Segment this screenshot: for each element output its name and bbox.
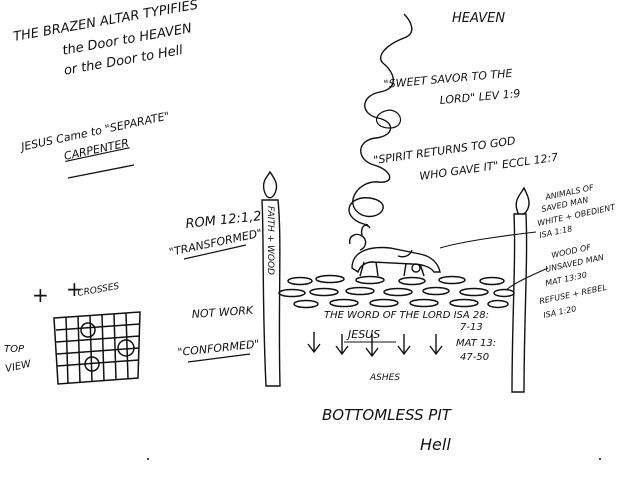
not-work-label: NOT WORK <box>191 304 254 321</box>
left-post-text: FAITH + WOOD <box>265 206 275 275</box>
conformed-underline <box>187 353 251 363</box>
wood-line-3: MAT 13:30 <box>545 270 588 288</box>
ashes-label: ASHES <box>369 373 400 383</box>
conformed-label: "CONFORMED" <box>177 337 260 359</box>
cross-plus-2: + <box>66 277 83 301</box>
transformed-label: "TRANSFORMED" <box>168 227 263 259</box>
left-post: FAITH + WOOD <box>261 170 281 387</box>
animals-note: ANIMALS OF SAVED MAN WHITE + OBEDIENT IS… <box>537 183 618 240</box>
downward-arrows <box>307 332 443 358</box>
ref-line-1: 7-13 <box>460 322 483 333</box>
jesus-label: JESUS <box>346 328 380 341</box>
cross-plus-1: + <box>32 283 49 307</box>
carpenter-underline <box>67 164 135 179</box>
wood-pointer <box>505 267 549 291</box>
right-post-flame <box>515 186 530 216</box>
arrow-3 <box>365 334 379 358</box>
top-view-line-1: TOP <box>4 344 25 355</box>
stray-mark <box>147 458 149 460</box>
word-line: THE WORD OF THE LORD ISA 28: <box>324 310 489 321</box>
lamb-icon <box>348 224 441 277</box>
smoke-loop <box>375 109 402 129</box>
jesus-note: JESUS Came to "SEPARATE" CARPENTER <box>18 109 171 162</box>
right-post-body <box>511 213 528 393</box>
animals-pointer <box>439 231 537 249</box>
wood-note: WOOD OF UNSAVED MAN MAT 13:30 REFUSE + R… <box>539 243 608 320</box>
stray-mark <box>599 458 601 460</box>
altar-grate <box>278 274 515 309</box>
left-post-flame <box>262 170 278 199</box>
right-post <box>511 186 530 393</box>
transformed-underline <box>183 244 247 260</box>
arrow-1 <box>307 332 321 354</box>
hell-label: Hell <box>420 435 451 454</box>
heaven-quote1-line2: LORD" LEV 1:9 <box>439 87 521 107</box>
arrow-5 <box>429 334 443 356</box>
wood-line-5: ISA 1:20 <box>543 304 578 320</box>
ref-line-3: 47-50 <box>460 352 489 363</box>
top-view-line-2: VIEW <box>4 359 33 375</box>
left-post-body <box>261 199 281 387</box>
smoke-spiral <box>348 13 413 226</box>
heaven-quote1-line1: "SWEET SAVOR TO THE <box>383 67 513 91</box>
top-view-grid <box>53 311 141 385</box>
arrow-2 <box>335 334 349 356</box>
bottomless-pit-label: BOTTOMLESS PIT <box>322 406 453 424</box>
crosses-label: CROSSES <box>77 282 121 299</box>
ref-line-2: MAT 13: <box>456 338 496 349</box>
arrow-4 <box>397 334 411 356</box>
title-block: THE BRAZEN ALTAR TYPIFIES the Door to HE… <box>12 0 199 79</box>
heaven-label: HEAVEN <box>452 11 505 26</box>
